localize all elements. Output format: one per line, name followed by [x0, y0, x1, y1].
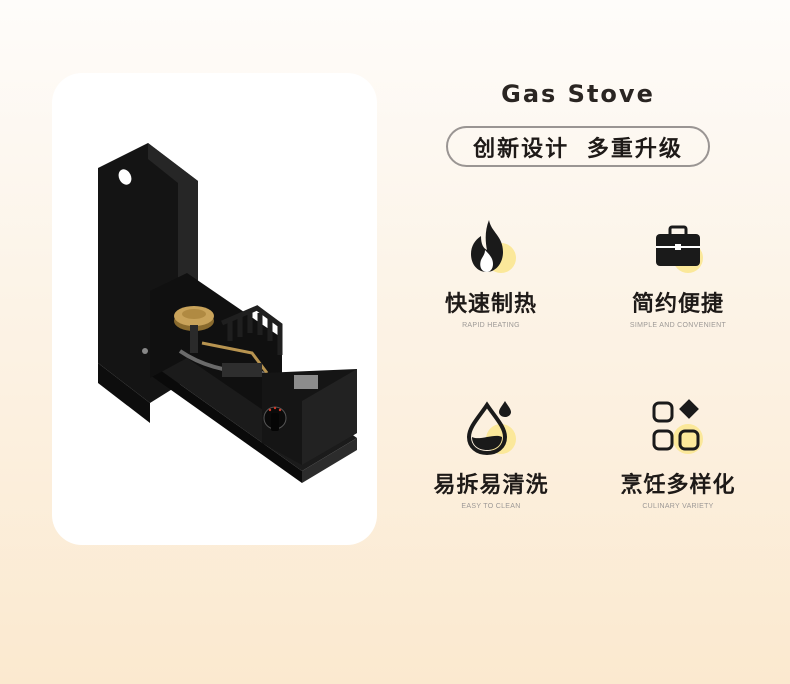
flame-icon — [471, 220, 516, 273]
feature-label: 烹饪多样化 — [620, 473, 736, 498]
feature-label: 简约便捷 — [631, 292, 724, 317]
feature-label: 易拆易清洗 — [433, 473, 549, 498]
feature-easy-to-clean: 易拆易清洗 EASY TO CLEAN — [411, 395, 571, 510]
shapes-grid-icon — [652, 399, 703, 454]
product-card — [52, 73, 377, 545]
feature-subtitle: CULINARY VARIETY — [642, 503, 714, 510]
page-title: Gas Stove — [501, 80, 655, 108]
tagline-badge: 创新设计 多重升级 — [446, 126, 710, 167]
gas-stove-image — [98, 143, 357, 483]
feature-subtitle: SIMPLE AND CONVENIENT — [629, 322, 727, 329]
briefcase-icon — [656, 225, 703, 273]
feature-label: 快速制热 — [444, 292, 537, 317]
water-drop-icon — [466, 401, 516, 456]
feature-subtitle: RAPID HEATING — [462, 322, 520, 329]
feature-subtitle: EASY TO CLEAN — [461, 503, 521, 510]
feature-simple-convenient: 简约便捷 SIMPLE AND CONVENIENT — [598, 214, 758, 329]
feature-rapid-heating: 快速制热 RAPID HEATING — [411, 214, 571, 329]
feature-culinary-variety: 烹饪多样化 CULINARY VARIETY — [598, 395, 758, 510]
